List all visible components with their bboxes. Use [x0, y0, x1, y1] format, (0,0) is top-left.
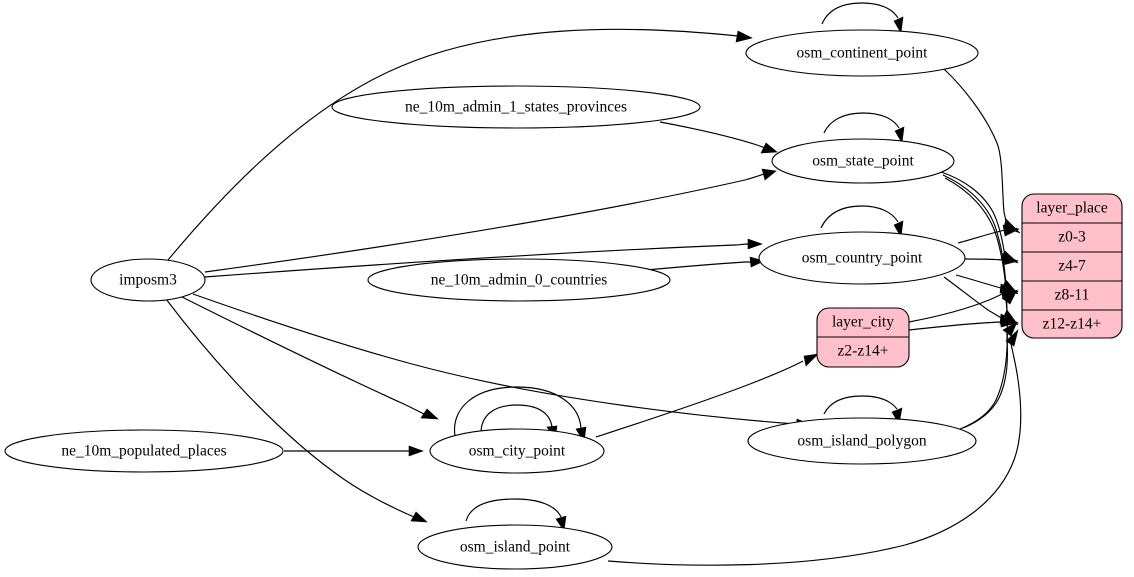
node-osm-continent-point[interactable]: osm_continent_point: [745, 29, 979, 77]
node-layer: imposm3 ne_10m_admin_1_states_provinces …: [4, 29, 1123, 570]
edge-osm-country-point-to-layer-place-z4-7: [964, 254, 1019, 266]
edge-ne-populated-places-to-osm-city-point: [284, 445, 424, 457]
node-osm-country-point[interactable]: osm_country_point: [758, 231, 966, 285]
edge-osm-island-point-to-layer-place-z12-z14: [607, 329, 1022, 566]
edge-osm-island-polygon-to-layer-place-z12-z14: [962, 321, 1018, 429]
edge-osm-city-point-to-layer-city: [595, 353, 819, 438]
node-osm-city-point[interactable]: osm_city_point: [429, 428, 605, 474]
edge-layer: [165, 2, 1022, 566]
node-layer-place[interactable]: layer_place z0-3 z4-7 z8-11 z12-z14+: [1021, 193, 1123, 339]
edge-osm-island-polygon-to-layer-place-z8-11: [959, 289, 1018, 430]
edge-ne-admin0-to-osm-country-point: [645, 256, 765, 271]
edge-imposm3-to-osm-continent-point: [167, 28, 753, 261]
edge-imposm3-to-osm-island-polygon: [192, 293, 812, 430]
node-imposm3[interactable]: imposm3: [90, 258, 206, 302]
node-osm-island-polygon[interactable]: osm_island_polygon: [747, 417, 977, 465]
edge-self-loop-osm-state-point: [823, 112, 905, 144]
edge-self-loop-osm-continent-point: [821, 2, 904, 34]
edge-imposm3-to-osm-city-point: [179, 295, 439, 420]
node-osm-state-point[interactable]: osm_state_point: [771, 138, 955, 184]
node-ne-10m-admin-1-states-provinces[interactable]: ne_10m_admin_1_states_provinces: [331, 85, 701, 129]
edge-self-loop-osm-country-point: [820, 205, 904, 238]
edge-imposm3-to-osm-state-point: [204, 168, 777, 273]
edge-imposm3-to-osm-island-point: [165, 298, 428, 523]
edge-layer-city-to-layer-place-z12-z14: [908, 316, 1019, 331]
edge-ne-admin1-to-osm-state-point: [659, 121, 778, 154]
edge-osm-country-point-to-layer-place-z0-3: [957, 224, 1020, 244]
node-layer-city[interactable]: layer_city z2-z14+: [816, 307, 910, 368]
node-ne-10m-populated-places[interactable]: ne_10m_populated_places: [4, 429, 284, 473]
edge-imposm3-to-osm-country-point: [204, 238, 763, 278]
edge-self-loop-osm-island-point: [465, 498, 567, 532]
node-ne-10m-admin-0-countries[interactable]: ne_10m_admin_0_countries: [367, 258, 671, 302]
node-osm-island-point[interactable]: osm_island_point: [417, 524, 613, 570]
